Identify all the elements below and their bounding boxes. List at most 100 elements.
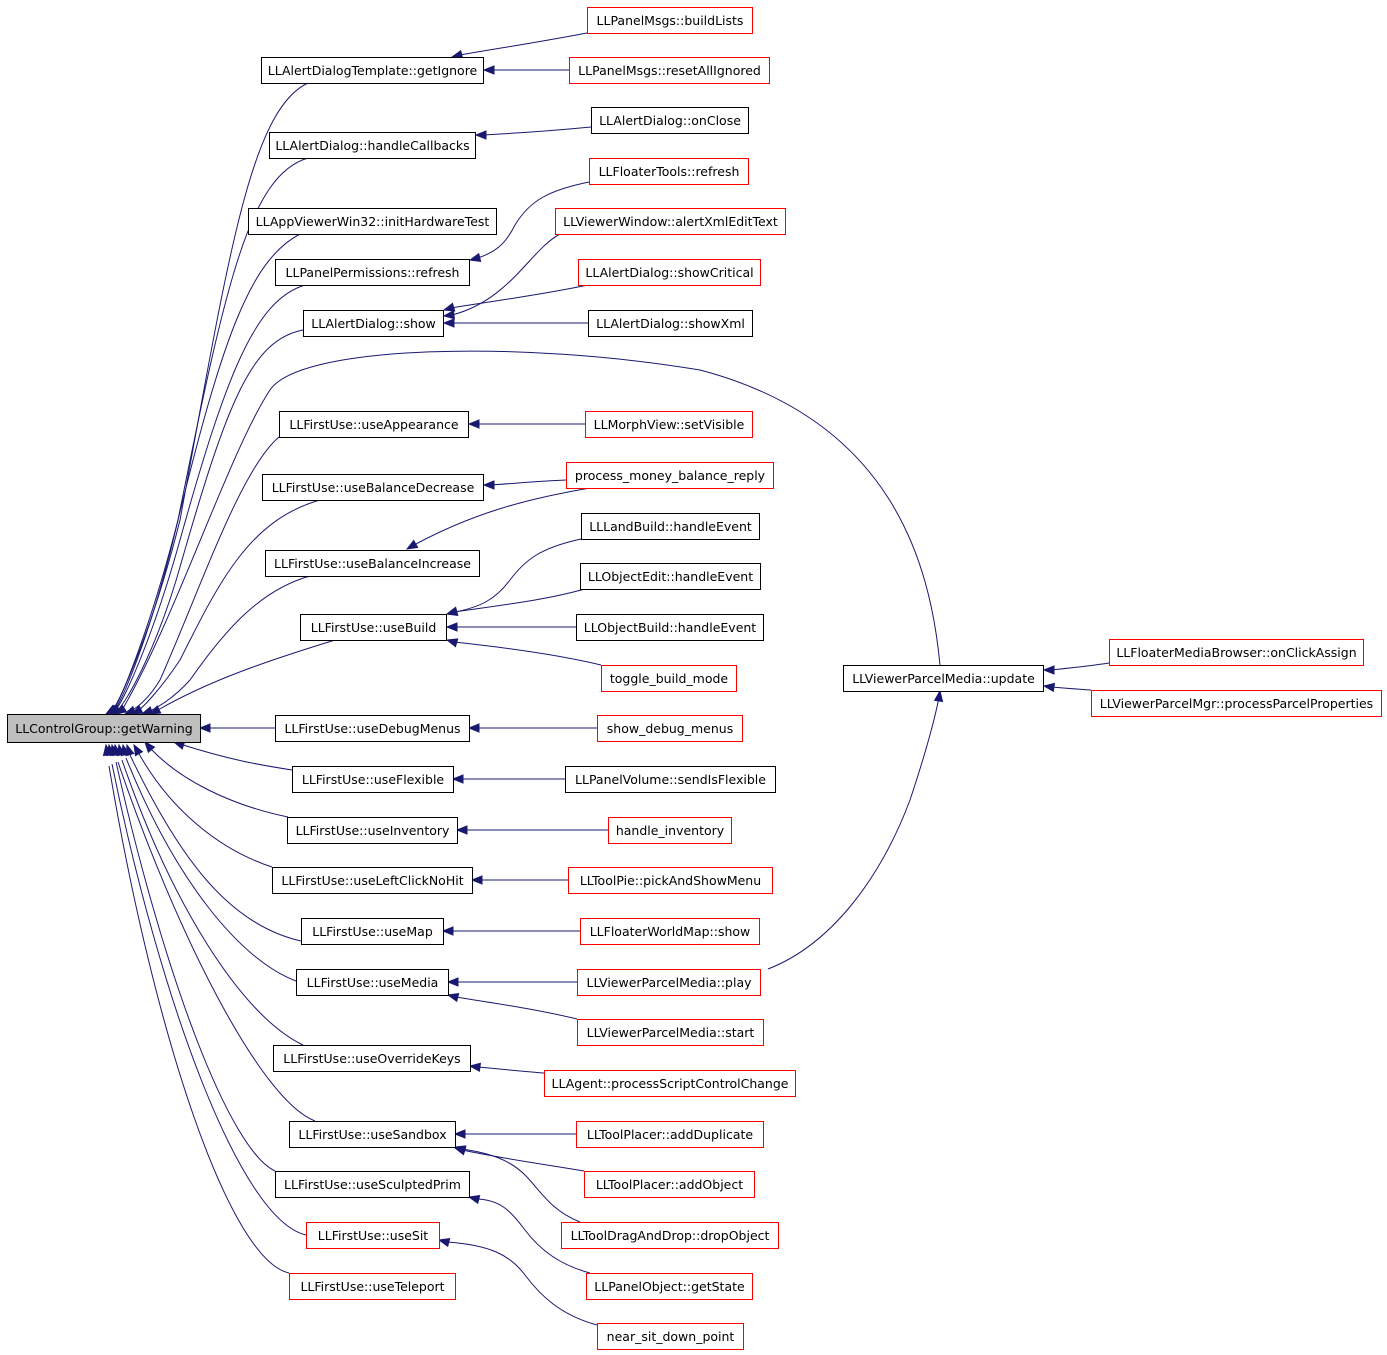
- node-label: process_money_balance_reply: [575, 468, 766, 483]
- node-label: LLFirstUse::useSit: [318, 1228, 429, 1243]
- node-llalertdialog-showcritical[interactable]: LLAlertDialog::showCritical: [578, 259, 761, 286]
- node-llfirstuse-usemedia[interactable]: LLFirstUse::useMedia: [296, 969, 449, 996]
- node-label: LLAlertDialog::handleCallbacks: [275, 138, 469, 153]
- node-llappviewerwin32-inithardwaretest[interactable]: LLAppViewerWin32::initHardwareTest: [248, 208, 497, 235]
- node-llobjectbuild-handleevent[interactable]: LLObjectBuild::handleEvent: [576, 614, 764, 641]
- node-llpanelmsgs-buildlists[interactable]: LLPanelMsgs::buildLists: [587, 7, 753, 34]
- node-box: [1091, 690, 1382, 717]
- arrowhead-icon: [445, 638, 459, 648]
- call-edge-n10-to-n11: [442, 284, 589, 312]
- node-llpanelpermissions-refresh[interactable]: LLPanelPermissions::refresh: [275, 259, 470, 286]
- node-llfirstuse-usesandbox[interactable]: LLFirstUse::useSandbox: [289, 1121, 456, 1148]
- node-lltooldraganddrop-dropobject[interactable]: LLToolDragAndDrop::dropObject: [561, 1222, 779, 1249]
- node-llfloaterworldmap-show[interactable]: LLFloaterWorldMap::show: [580, 918, 760, 945]
- node-llfirstuse-useleftclicknohit[interactable]: LLFirstUse::useLeftClickNoHit: [272, 867, 473, 894]
- edge-line: [114, 233, 301, 711]
- node-label: LLViewerParcelMedia::start: [587, 1025, 755, 1040]
- node-process-money-balance-reply[interactable]: process_money_balance_reply: [566, 462, 774, 489]
- node-show-debug-menus[interactable]: show_debug_menus: [597, 715, 743, 742]
- node-llpanelmsgs-resetallignored[interactable]: LLPanelMsgs::resetAllIgnored: [569, 57, 770, 84]
- node-llalertdialogtemplate-getignore[interactable]: LLAlertDialogTemplate::getIgnore: [261, 57, 484, 84]
- node-llfirstuse-useoverridekeys[interactable]: LLFirstUse::useOverrideKeys: [273, 1045, 471, 1072]
- node-near-sit-down-point[interactable]: near_sit_down_point: [597, 1323, 744, 1350]
- node-llalertdialog-handlecallbacks[interactable]: LLAlertDialog::handleCallbacks: [269, 132, 476, 159]
- node-label: LLLandBuild::handleEvent: [589, 519, 752, 534]
- node-box: [555, 208, 786, 235]
- arrowhead-icon: [114, 704, 128, 715]
- arrowhead-icon: [474, 130, 487, 140]
- edge-line: [121, 350, 941, 711]
- call-edge-n5-to-n4: [474, 126, 592, 140]
- arrowhead-icon: [468, 1062, 482, 1073]
- call-edge-n13-to-n0: [123, 436, 280, 715]
- node-llfloatertools-refresh[interactable]: LLFloaterTools::refresh: [589, 158, 749, 185]
- node-llfirstuse-usesculptedprim[interactable]: LLFirstUse::useSculptedPrim: [275, 1171, 470, 1198]
- node-llalertdialog-show[interactable]: LLAlertDialog::show: [303, 310, 444, 337]
- node-lltoolplacer-addobject[interactable]: LLToolPlacer::addObject: [584, 1171, 755, 1198]
- call-edge-n46-to-n0: [105, 743, 307, 1236]
- node-label: LLViewerParcelMedia::update: [852, 671, 1035, 686]
- node-handle-inventory[interactable]: handle_inventory: [608, 817, 732, 844]
- arrowhead-icon: [133, 743, 144, 757]
- node-llfirstuse-useinventory[interactable]: LLFirstUse::useInventory: [287, 817, 458, 844]
- call-edge-n25-to-n23: [1042, 682, 1092, 693]
- edge-line: [454, 538, 582, 613]
- node-llpanelobject-getstate[interactable]: LLPanelObject::getState: [586, 1273, 753, 1300]
- node-lllandbuild-handleevent[interactable]: LLLandBuild::handleEvent: [581, 513, 760, 540]
- node-box: [273, 1045, 471, 1072]
- node-label: LLFloaterTools::refresh: [599, 164, 740, 179]
- node-label: LLFirstUse::useSandbox: [298, 1127, 446, 1142]
- node-box: [289, 1121, 456, 1148]
- node-llviewerwindow-alertxmledittext[interactable]: LLViewerWindow::alertXmlEditText: [555, 208, 786, 235]
- edges-layer: [102, 32, 1110, 1326]
- call-edge-n45-to-n41: [453, 1145, 581, 1223]
- node-label: LLPanelMsgs::buildLists: [597, 13, 744, 28]
- node-llfirstuse-usebuild[interactable]: LLFirstUse::useBuild: [300, 614, 447, 641]
- node-llalertdialog-showxml[interactable]: LLAlertDialog::showXml: [588, 310, 753, 337]
- node-box: [248, 208, 497, 235]
- arrowhead-icon: [144, 740, 156, 754]
- call-edge-n16-to-n15: [482, 479, 567, 490]
- call-edge-n22-to-n20: [445, 638, 602, 666]
- node-llagent-processscriptcontrolchange[interactable]: LLAgent::processScriptControlChange: [544, 1070, 796, 1097]
- node-llfirstuse-usemap[interactable]: LLFirstUse::useMap: [301, 918, 444, 945]
- node-box: [306, 1222, 440, 1249]
- edge-line: [482, 126, 592, 136]
- node-lltoolpie-pickandshowmenu[interactable]: LLToolPie::pickAndShowMenu: [568, 867, 773, 894]
- node-box: [7, 714, 201, 743]
- edge-line: [477, 1066, 545, 1074]
- node-llobjectedit-handleevent[interactable]: LLObjectEdit::handleEvent: [580, 563, 761, 590]
- node-llfirstuse-useteleport[interactable]: LLFirstUse::useTeleport: [289, 1273, 456, 1300]
- node-label: LLToolPlacer::addDuplicate: [587, 1127, 753, 1142]
- node-llfloatermediabrowser-onclickassign[interactable]: LLFloaterMediaBrowser::onClickAssign: [1109, 639, 1364, 666]
- node-llviewerparcelmedia-update[interactable]: LLViewerParcelMedia::update: [843, 665, 1044, 692]
- node-box: [300, 614, 447, 641]
- node-llfirstuse-useappearance[interactable]: LLFirstUse::useAppearance: [279, 411, 469, 438]
- node-llviewerparcelmgr-processparcelproperties[interactable]: LLViewerParcelMgr::processParcelProperti…: [1091, 690, 1382, 717]
- node-llalertdialog-onclose[interactable]: LLAlertDialog::onClose: [591, 107, 749, 134]
- node-box: [601, 665, 737, 692]
- node-llfirstuse-usebalancedecrease[interactable]: LLFirstUse::useBalanceDecrease: [262, 474, 484, 501]
- node-llfirstuse-usebalanceincrease[interactable]: LLFirstUse::useBalanceIncrease: [265, 550, 480, 577]
- node-llcontrolgroup-getwarning: LLControlGroup::getWarning: [7, 714, 201, 743]
- call-edge-n44-to-n41: [453, 1146, 585, 1172]
- call-edge-n37-to-n23: [767, 689, 944, 970]
- edge-line: [459, 32, 588, 56]
- call-edge-n36-to-n0: [120, 743, 297, 982]
- node-box: [585, 411, 753, 438]
- node-box: [586, 1273, 753, 1300]
- call-edge-n29-to-n28: [451, 774, 565, 784]
- node-llpanelvolume-sendisflexible[interactable]: LLPanelVolume::sendIsFlexible: [565, 766, 776, 793]
- node-toggle-build-mode[interactable]: toggle_build_mode: [601, 665, 737, 692]
- arrowhead-icon: [405, 539, 419, 550]
- node-box: [301, 918, 444, 945]
- node-llfirstuse-useflexible[interactable]: LLFirstUse::useFlexible: [292, 766, 454, 793]
- node-llviewerparcelmedia-start[interactable]: LLViewerParcelMedia::start: [577, 1019, 764, 1046]
- node-lltoolplacer-addduplicate[interactable]: LLToolPlacer::addDuplicate: [576, 1121, 764, 1148]
- edge-line: [149, 747, 289, 818]
- node-llviewerparcelmedia-play[interactable]: LLViewerParcelMedia::play: [577, 969, 761, 996]
- node-llfirstuse-usedebugmenus[interactable]: LLFirstUse::useDebugMenus: [275, 715, 470, 742]
- node-llmorphview-setvisible[interactable]: LLMorphView::setVisible: [585, 411, 753, 438]
- node-llfirstuse-usesit[interactable]: LLFirstUse::useSit: [306, 1222, 440, 1249]
